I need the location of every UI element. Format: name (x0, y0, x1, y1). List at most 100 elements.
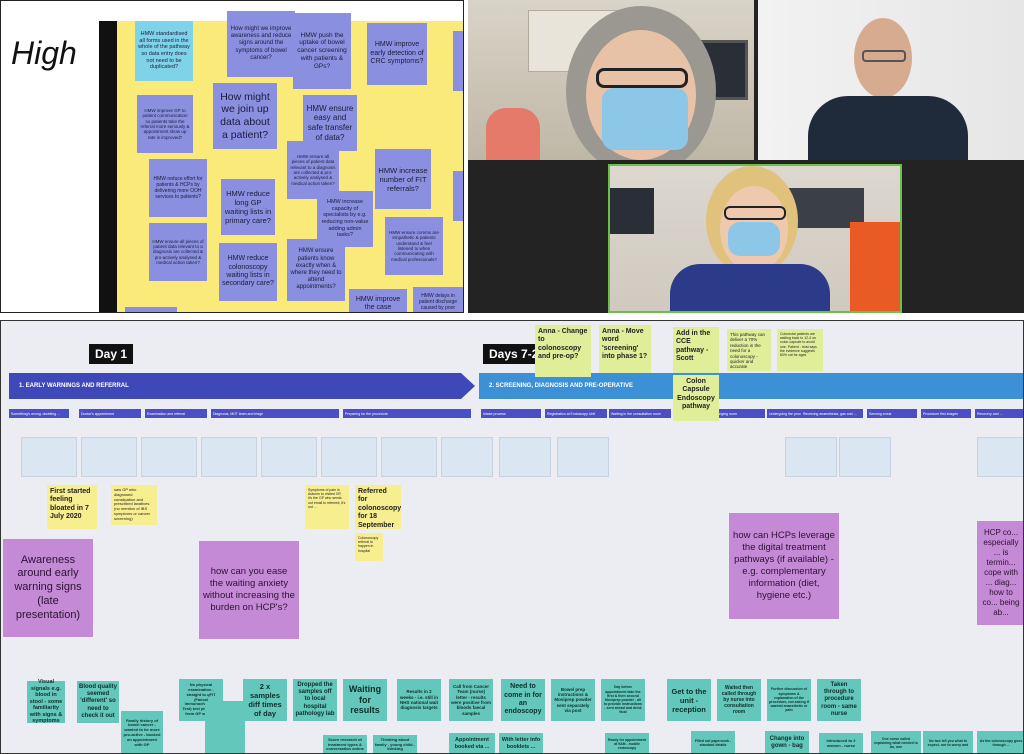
phase2-banner[interactable]: 2. SCREENING, DIAGNOSIS AND PRE-OPERATIV… (479, 373, 1023, 399)
stage-label[interactable]: Waiting in the consultation room (609, 409, 671, 418)
insight-note[interactable]: saw GP who diagnosed constipation and pr… (111, 485, 157, 525)
comment-note[interactable]: Colorectal patients are waiting back to … (777, 329, 823, 371)
comment-note[interactable]: Anna - Change to colonoscopy and pre-op? (535, 325, 591, 377)
journey-illustration (785, 437, 837, 477)
journey-illustration (141, 437, 197, 477)
hmw-note-partial[interactable] (125, 307, 177, 312)
hmw-note[interactable]: HMW ensure all pieces of patient data re… (149, 223, 207, 281)
hi-vis-vest (850, 222, 900, 311)
journey-illustration (261, 437, 317, 477)
stage-label[interactable]: Undergoing the procedure (767, 409, 829, 418)
hmw-note[interactable]: HMW delays in patient discharge caused b… (413, 287, 463, 312)
insight-note[interactable]: First started feeling bloated in 7 July … (47, 485, 97, 529)
action-note[interactable]: Waiting for results (343, 679, 387, 721)
hmw-note[interactable]: How might we improve awareness and reduc… (227, 11, 295, 77)
glasses-icon (596, 68, 688, 88)
action-note[interactable]: Change into gown - bag (765, 731, 809, 753)
action-note[interactable]: With letter info booklets ... (499, 733, 543, 753)
comment-note[interactable]: This pathway can deliver a 70% reduction… (727, 329, 771, 371)
hmw-note[interactable]: How might we join up data about a patien… (213, 83, 277, 149)
hmw-note[interactable]: HMW standardised all forms used in the w… (135, 21, 193, 81)
stage-label[interactable]: Examination and referral (145, 409, 207, 418)
action-note[interactable]: One nurse called explaining what needed … (871, 731, 921, 753)
board-edge (99, 21, 117, 312)
stage-label[interactable]: Registration at Endoscopy Unit (545, 409, 607, 418)
journey-illustration (441, 437, 493, 477)
comment-note[interactable]: Add in the CCE pathway - Scott (673, 327, 719, 373)
hmw-whiteboard-panel: High HMW standardised all forms used in … (0, 0, 464, 313)
hmw-note-partial[interactable] (453, 171, 463, 221)
stage-label[interactable]: Something's wrong: doubting ... (9, 409, 69, 418)
hmw-note[interactable]: HMW ensure patients know exactly when & … (287, 239, 345, 301)
stage-label[interactable]: Diagnosis, MDT team and triage (211, 409, 339, 418)
phase1-arrow (461, 373, 475, 399)
action-note[interactable]: Score research of treatment types & conv… (323, 735, 367, 753)
action-note[interactable]: Day before appointment take the first & … (601, 679, 645, 721)
hmw-note[interactable]: HMW improve GP to patient communication … (137, 95, 193, 153)
action-note[interactable]: Get to the unit - reception (667, 679, 711, 721)
glasses-icon (862, 50, 906, 62)
hmw-note-partial[interactable] (453, 31, 463, 91)
hmw-note[interactable]: HMW increase capacity of specialists by … (317, 191, 373, 247)
insight-note[interactable]: Symptoms of pain in Autumn to visited GP… (305, 485, 349, 529)
action-note[interactable]: Further discussion of symptoms & explana… (767, 679, 811, 721)
stage-label[interactable]: Doctor's appointment (79, 409, 141, 418)
stage-label[interactable]: Procedure first images (921, 409, 971, 418)
journey-illustration (839, 437, 891, 477)
hmw-note[interactable]: HMW reduce long GP waiting lists in prim… (221, 179, 275, 235)
monitor (610, 188, 654, 234)
face-mask (602, 88, 688, 150)
action-note[interactable]: Waited then called through by nurse into… (717, 679, 761, 721)
action-note[interactable]: Taken through to procedure room - same n… (817, 679, 861, 721)
insight-note[interactable]: Colonoscopy referral to happen in hospit… (355, 533, 383, 561)
participant-tile[interactable] (468, 0, 754, 160)
pain-point-note[interactable]: how can you ease the waiting anxiety wit… (199, 541, 299, 639)
video-call-gallery (468, 0, 1024, 313)
phase1-banner[interactable]: 1. EARLY WARNINGS AND REFERRAL (9, 373, 461, 399)
comment-note[interactable]: Anna - Move word 'screening' into phase … (599, 325, 651, 373)
stage-label[interactable]: Receiving anaesthesia, gas and ... (801, 409, 863, 418)
action-note[interactable]: 2 x samples diff times of day (243, 679, 287, 721)
hmw-note[interactable]: HMW increase number of FIT referrals? (375, 149, 431, 209)
action-note[interactable] (205, 701, 245, 753)
stage-label[interactable]: Sensing a tear (867, 409, 917, 418)
journey-illustration (557, 437, 609, 477)
hmw-note[interactable]: HMW ensure all pieces of patient data re… (287, 141, 339, 199)
pain-point-note[interactable]: HCP co... especially ... is termin... co… (977, 521, 1023, 625)
hmw-note[interactable]: HMW reduce effort for patients & HCPs by… (149, 159, 207, 217)
action-note[interactable]: Blood quality seemed 'different' so need… (77, 681, 119, 723)
insight-note[interactable]: Referred for colonoscopy for 18 Septembe… (355, 485, 401, 529)
action-note[interactable]: Results in 2 weeks - i.e. still in NHS n… (397, 679, 441, 721)
action-note[interactable]: Need to come in for an endoscopy (501, 679, 545, 721)
action-note[interactable]: Bowel prep instructions & Moviprep powde… (551, 679, 595, 721)
stage-label[interactable]: Intake process (481, 409, 541, 418)
action-note[interactable]: No two tell you what to expect, nor to w… (923, 731, 973, 753)
hmw-note[interactable]: HMW improve early detection of CRC sympt… (367, 23, 427, 85)
stage-label[interactable]: Changing room (711, 409, 765, 418)
action-note[interactable]: As the colonoscopy goes through ... (977, 731, 1023, 753)
journey-illustration (81, 437, 137, 477)
action-note[interactable]: Appointment booked via ... (449, 733, 495, 753)
comment-note[interactable]: Colon Capsule Endoscopy pathway (673, 375, 719, 421)
hmw-note[interactable]: HMW improve the case (349, 289, 407, 312)
action-note[interactable]: Dropped the samples off to local hospita… (293, 679, 337, 721)
hmw-note[interactable]: HMW ensure comms are empathetic & patien… (385, 217, 443, 275)
journey-illustration (499, 437, 551, 477)
participant-tile-active[interactable] (608, 164, 902, 313)
action-note[interactable]: Ready for appointment at 9AM - mobile en… (605, 733, 649, 753)
action-note[interactable]: Filled out paperwork - standard details (691, 731, 735, 753)
stage-label[interactable]: Recovery and ... (975, 409, 1023, 418)
hmw-note[interactable]: HMW reduce colonoscopy waiting lists in … (219, 243, 277, 301)
action-note[interactable]: Family history of bowel cancer - wanted … (121, 711, 163, 753)
participant-tile[interactable] (758, 0, 1024, 160)
action-note[interactable]: Thinking about family - young child - th… (373, 735, 417, 753)
pain-point-note[interactable]: Awareness around early warning signs (la… (3, 539, 93, 637)
stage-label[interactable]: Preparing for the procedure (343, 409, 471, 418)
action-note[interactable]: Call from Cancer Team (nurse) letter - r… (449, 679, 493, 721)
pain-point-note[interactable]: how can HCPs leverage the digital treatm… (729, 513, 839, 619)
hmw-note[interactable]: HMW push the uptake of bowel cancer scre… (293, 13, 351, 89)
action-note[interactable]: Introduced to 2 women - nurse (819, 733, 863, 753)
hmw-board: HMW standardised all forms used in the w… (117, 11, 463, 312)
action-note[interactable]: Visual signals e.g. blood in stool - som… (27, 679, 65, 724)
